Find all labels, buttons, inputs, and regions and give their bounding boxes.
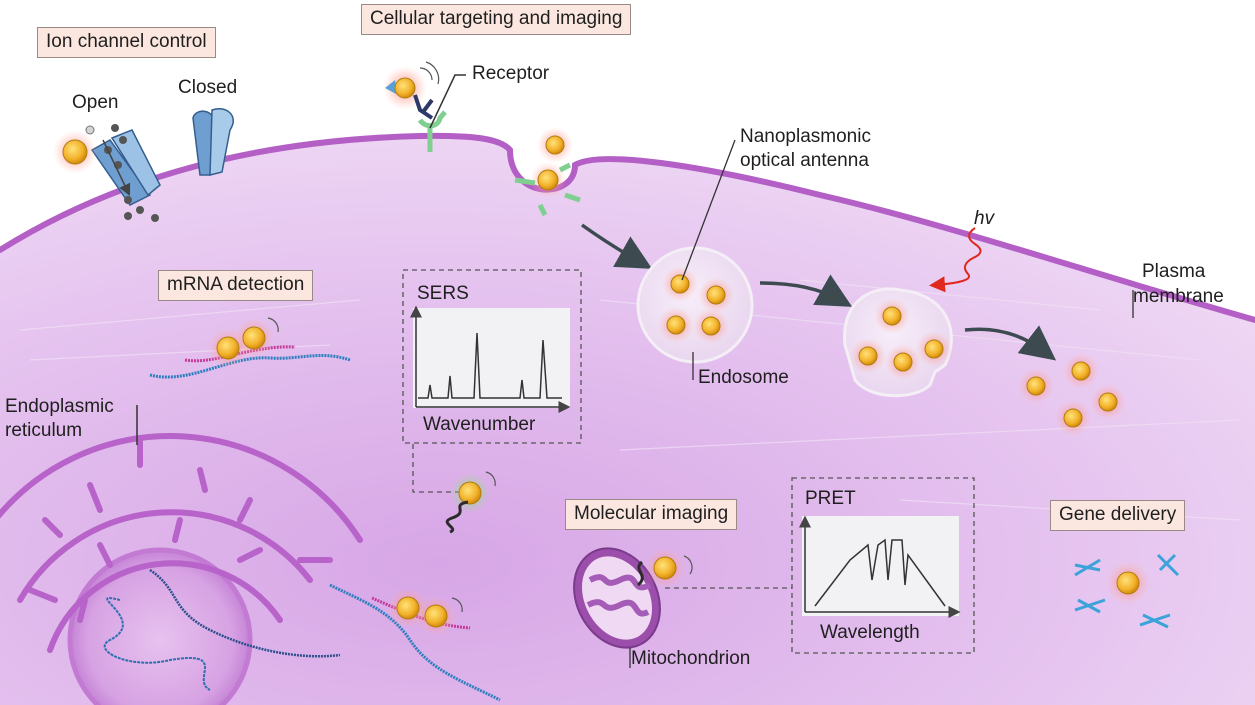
endosome	[636, 246, 754, 364]
sers-spectrum	[410, 305, 571, 413]
receptor-targeting	[383, 61, 447, 152]
endocytosis-pit-particles	[514, 127, 581, 217]
chromatin	[103, 597, 211, 691]
label-pret: PRET	[805, 488, 856, 509]
arrow-to-endosome	[580, 223, 653, 269]
antenna-leader-line	[681, 139, 736, 281]
label-open: Open	[72, 92, 119, 113]
label-wavenumber: Wavenumber	[423, 414, 536, 435]
mitochondrion	[573, 547, 693, 649]
sers-reporter	[445, 471, 496, 534]
pret-panel	[791, 477, 975, 654]
label-mitochondrion: Mitochondrion	[631, 648, 751, 669]
label-nanoplasmonic-1: Nanoplasmonic	[740, 126, 871, 147]
label-nanoplasmonic-2: optical antenna	[740, 150, 869, 171]
label-ion-channel-control: Ion channel control	[37, 27, 216, 58]
label-hv: hv	[974, 208, 995, 229]
label-mrna-detection: mRNA detection	[158, 270, 314, 301]
label-receptor: Receptor	[472, 63, 550, 84]
sers-connector	[412, 444, 460, 493]
chromatin-2	[149, 568, 341, 658]
arrow-to-release	[964, 325, 1057, 361]
endoplasmic-reticulum	[0, 433, 363, 705]
label-wavelength: Wavelength	[820, 622, 920, 643]
released-nanoparticles	[1018, 353, 1126, 436]
label-closed: Closed	[178, 77, 238, 98]
label-er-2: reticulum	[5, 420, 83, 441]
arrow-to-vesicle	[759, 274, 853, 307]
label-endosome: Endosome	[698, 367, 789, 388]
receptor-leader-line	[429, 74, 466, 129]
ruptured-vesicle	[843, 287, 953, 398]
sers-panel	[402, 269, 582, 444]
mrna-probe-lower	[329, 583, 501, 702]
label-er-1: Endoplasmic	[5, 396, 114, 417]
label-molecular-imaging: Molecular imaging	[565, 499, 738, 530]
label-plasma-2: membrane	[1133, 286, 1224, 307]
gene-delivery-cluster	[1074, 553, 1180, 629]
ion-channel-open	[53, 124, 161, 222]
pret-plot-bg	[802, 516, 959, 616]
light-wave-icon	[929, 227, 982, 293]
label-cellular-targeting: Cellular targeting and imaging	[361, 4, 632, 35]
pret-spectrum	[799, 515, 961, 618]
ion-channel-closed	[192, 108, 234, 176]
label-sers: SERS	[417, 283, 469, 304]
label-gene-delivery: Gene delivery	[1050, 500, 1186, 531]
mrna-probe	[149, 317, 351, 379]
label-plasma-1: Plasma	[1142, 261, 1206, 282]
